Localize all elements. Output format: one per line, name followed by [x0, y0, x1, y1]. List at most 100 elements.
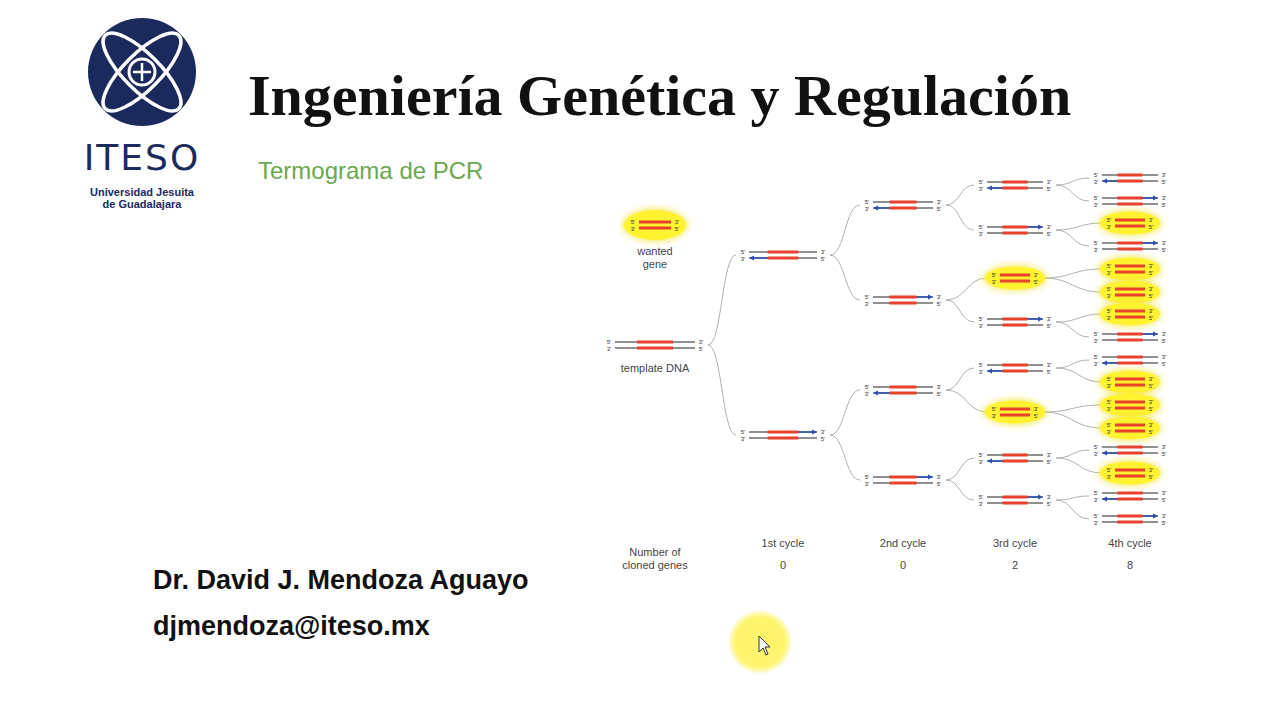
strand-end-label: 5'	[821, 436, 825, 442]
strand-end-label: 3'	[1047, 362, 1051, 368]
highlight-ellipse	[624, 210, 686, 240]
dna-strand	[749, 257, 817, 258]
strand-arrowhead	[1153, 241, 1158, 246]
strand-end-label: 3'	[1162, 513, 1166, 519]
dna-strand	[987, 370, 1043, 371]
strand-end-label: 5'	[1047, 369, 1051, 375]
logo-disc	[88, 18, 196, 126]
strand-end-label: 3'	[1047, 316, 1051, 322]
gene-region	[890, 207, 917, 210]
slide-title: Ingeniería Genética y Regulación	[248, 64, 1071, 128]
strand-end-label: 5'	[675, 226, 679, 232]
strand-end-label: 3'	[1094, 451, 1098, 457]
strand-end-label: 3'	[1149, 399, 1153, 405]
strand-end-label: 3'	[1107, 383, 1111, 389]
gene-region	[1117, 521, 1142, 524]
highlight-glow	[1098, 256, 1162, 283]
strand-end-label: 5'	[1047, 186, 1051, 192]
dna-strand	[1102, 515, 1158, 516]
dna-strand	[873, 296, 933, 297]
strand-arrowhead	[928, 475, 933, 480]
new-strand	[1117, 242, 1155, 243]
gene-strand	[1115, 475, 1145, 478]
gene-region	[1002, 496, 1027, 499]
strand-end-label: 5'	[937, 481, 941, 487]
gene-region	[1002, 324, 1027, 327]
strand-end-label: 3'	[979, 501, 983, 507]
lineage-curve	[1056, 223, 1102, 230]
highlight-ellipse	[1100, 394, 1160, 417]
new-strand	[1105, 362, 1143, 363]
strand-end-label: 5'	[1149, 224, 1153, 230]
strand-end-label: 5'	[1162, 361, 1166, 367]
dna-strand	[1102, 242, 1158, 243]
gene-region	[890, 476, 917, 479]
new-strand	[1105, 180, 1143, 181]
strand-end-label: 5'	[937, 206, 941, 212]
gene-region	[1117, 248, 1142, 251]
figure-label: wanted gene	[632, 245, 678, 271]
dna-strand	[749, 431, 817, 432]
strand-end-label: 3'	[821, 429, 825, 435]
dna-strand	[873, 476, 933, 477]
strand-end-label: 5'	[1094, 444, 1098, 450]
lineage-curve	[1056, 496, 1089, 500]
dna-strand	[987, 324, 1043, 325]
strand-end-label: 5'	[1034, 279, 1038, 285]
gene-region	[1002, 502, 1027, 505]
figure-label: template DNA	[621, 362, 689, 375]
dna-strand	[987, 460, 1043, 461]
cycle-label: 3rd cycle	[993, 537, 1037, 550]
lineage-curve	[1056, 360, 1089, 368]
gene-strand	[1115, 271, 1145, 274]
gene-strand	[1000, 274, 1030, 277]
strand-end-label: 5'	[865, 474, 869, 480]
lineage-curve	[830, 205, 860, 255]
highlight-glow	[622, 208, 688, 242]
highlight-ellipse	[1100, 212, 1160, 235]
strand-end-label: 3'	[1162, 354, 1166, 360]
strand-end-label: 3'	[1094, 202, 1098, 208]
strand-arrowhead	[1153, 514, 1158, 519]
strand-end-label: 3'	[1149, 422, 1153, 428]
strand-arrowhead	[928, 295, 933, 300]
strand-end-label: 3'	[1162, 195, 1166, 201]
strand-end-label: 3'	[1149, 376, 1153, 382]
lineage-curve	[1056, 185, 1089, 201]
strand-end-label: 5'	[1162, 497, 1166, 503]
gene-strand	[1115, 430, 1145, 433]
strand-end-label: 3'	[741, 256, 745, 262]
count-value: 0	[900, 559, 906, 572]
strand-end-label: 5'	[865, 384, 869, 390]
slide-subtitle: Termograma de PCR	[258, 158, 483, 184]
strand-end-label: 5'	[1149, 474, 1153, 480]
gene-region	[890, 201, 917, 204]
highlight-glow	[983, 265, 1047, 292]
gene-region	[1002, 460, 1027, 463]
strand-end-label: 5'	[1047, 323, 1051, 329]
strand-end-label: 5'	[1162, 338, 1166, 344]
gene-region	[1117, 492, 1142, 495]
gene-region	[1117, 498, 1142, 501]
strand-end-label: 5'	[1094, 172, 1098, 178]
gene-region	[768, 437, 799, 440]
strand-end-label: 3'	[979, 231, 983, 237]
strand-end-label: 3'	[1162, 490, 1166, 496]
strand-end-label: 3'	[1094, 338, 1098, 344]
strand-end-label: 5'	[1107, 467, 1111, 473]
lineage-curve	[946, 278, 987, 300]
dna-strand	[1102, 492, 1158, 493]
strand-end-label: 3'	[979, 186, 983, 192]
strand-end-label: 3'	[979, 323, 983, 329]
strand-end-label: 3'	[1162, 331, 1166, 337]
strand-arrowhead	[1102, 497, 1107, 502]
dna-strand	[873, 201, 933, 202]
highlight-ellipse	[1100, 281, 1160, 304]
dna-strand	[873, 207, 933, 208]
gene-region	[1117, 333, 1142, 336]
gene-strand	[1115, 407, 1145, 410]
strand-end-label: 5'	[1162, 451, 1166, 457]
strand-end-label: 5'	[607, 339, 611, 345]
strand-end-label: 3'	[1034, 406, 1038, 412]
strand-end-label: 5'	[979, 362, 983, 368]
